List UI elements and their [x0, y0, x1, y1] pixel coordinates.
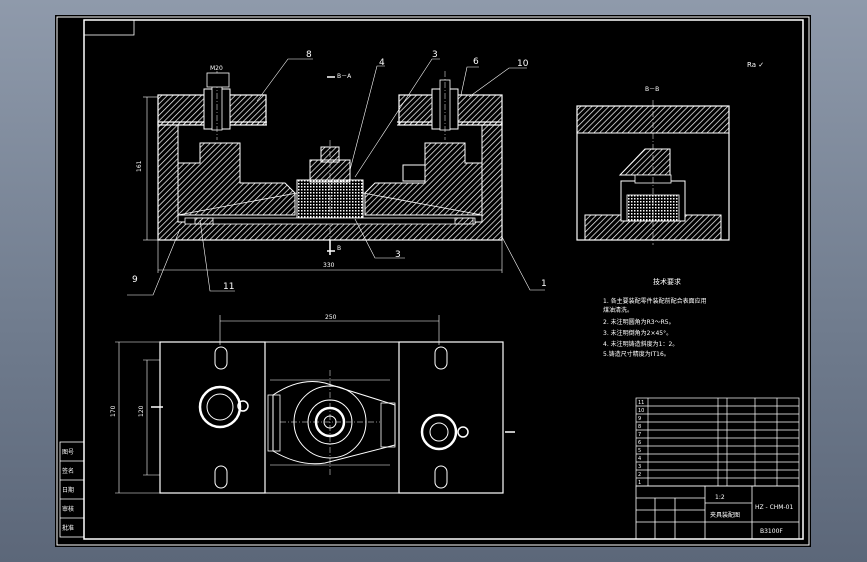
- label-part-6: 6: [473, 57, 479, 67]
- side-view-title: B－B: [645, 86, 659, 93]
- label-part-9: 9: [132, 275, 138, 285]
- title-block: [635, 485, 800, 540]
- technical-requirements: 技术要求 1. 各主要装配零件装配前配合表面应用 煤油清洗。 2. 未注明圆角为…: [603, 277, 707, 358]
- bom-row-7: 7: [638, 432, 641, 438]
- front-section-view: [157, 71, 503, 255]
- tech-req-line-1: 1. 各主要装配零件装配前配合表面应用: [603, 297, 707, 305]
- roughness-mark: Ra ✓: [747, 61, 764, 69]
- left-strip-5: 批准: [62, 524, 74, 532]
- left-strip-2: 签名: [62, 467, 74, 475]
- bom-row-6: 6: [638, 440, 641, 446]
- bom-row-1: 1: [638, 480, 641, 486]
- left-strip-table: [59, 441, 85, 538]
- side-section-view: [576, 100, 730, 245]
- bom-row-2: 2: [638, 472, 641, 478]
- front-view-dimensions: [143, 96, 503, 273]
- dim-plan-width: 250: [325, 314, 337, 321]
- bom-table: [635, 397, 800, 487]
- bom-row-4: 4: [638, 456, 641, 462]
- sheet-frame: [56, 16, 810, 546]
- section-marker-b: B: [337, 245, 341, 252]
- label-part-3-top: 3: [432, 50, 438, 60]
- label-part-8: 8: [306, 50, 312, 60]
- title-drawing-no: HZ - CHM-01: [755, 504, 793, 511]
- bom-row-3: 3: [638, 464, 641, 470]
- label-part-3-bottom: 3: [395, 250, 401, 260]
- left-strip-1: 图号: [62, 449, 74, 456]
- tech-req-line-3: 2. 未注明圆角为R3～R5。: [603, 318, 675, 326]
- tech-req-line-5: 4. 未注明铸造斜度为1：2。: [603, 340, 678, 348]
- plan-view-dimensions: [115, 315, 440, 494]
- section-marker-a: B－A: [337, 73, 352, 80]
- label-part-10: 10: [517, 59, 529, 69]
- dim-plan-height: 170: [110, 405, 117, 417]
- label-part-11: 11: [223, 282, 234, 292]
- cad-viewport[interactable]: 图号 签名 日期 审核 批准: [55, 15, 811, 547]
- title-drawing-name: 夹具装配图: [710, 511, 740, 519]
- title-code: B3100F: [760, 528, 783, 535]
- label-part-4: 4: [379, 58, 385, 68]
- plan-view: [151, 341, 515, 494]
- dim-front-width: 330: [323, 262, 335, 269]
- bom-row-8: 8: [638, 424, 641, 430]
- bom-row-10: 10: [638, 408, 644, 414]
- bom-row-11: 11: [638, 400, 644, 406]
- tech-req-title: 技术要求: [653, 277, 681, 286]
- left-strip-3: 日期: [62, 486, 74, 494]
- tech-req-line-6: 5.铸造尺寸精度为IT16。: [603, 350, 670, 358]
- part-leaders: [127, 58, 545, 296]
- tech-req-line-2: 煤油清洗。: [603, 306, 633, 314]
- dim-front-height: 161: [136, 160, 143, 172]
- drawing-sheet: 图号 签名 日期 审核 批准: [56, 16, 810, 546]
- left-strip-4: 审核: [62, 505, 74, 513]
- bolt-spec: M20: [210, 65, 223, 72]
- dim-plan-inner-height: 120: [138, 405, 145, 417]
- bom-row-9: 9: [638, 416, 641, 422]
- bom-row-5: 5: [638, 448, 641, 454]
- title-scale: 1:2: [715, 494, 725, 501]
- tech-req-line-4: 3. 未注明倒角为2×45°。: [603, 329, 672, 337]
- label-part-1: 1: [541, 279, 547, 289]
